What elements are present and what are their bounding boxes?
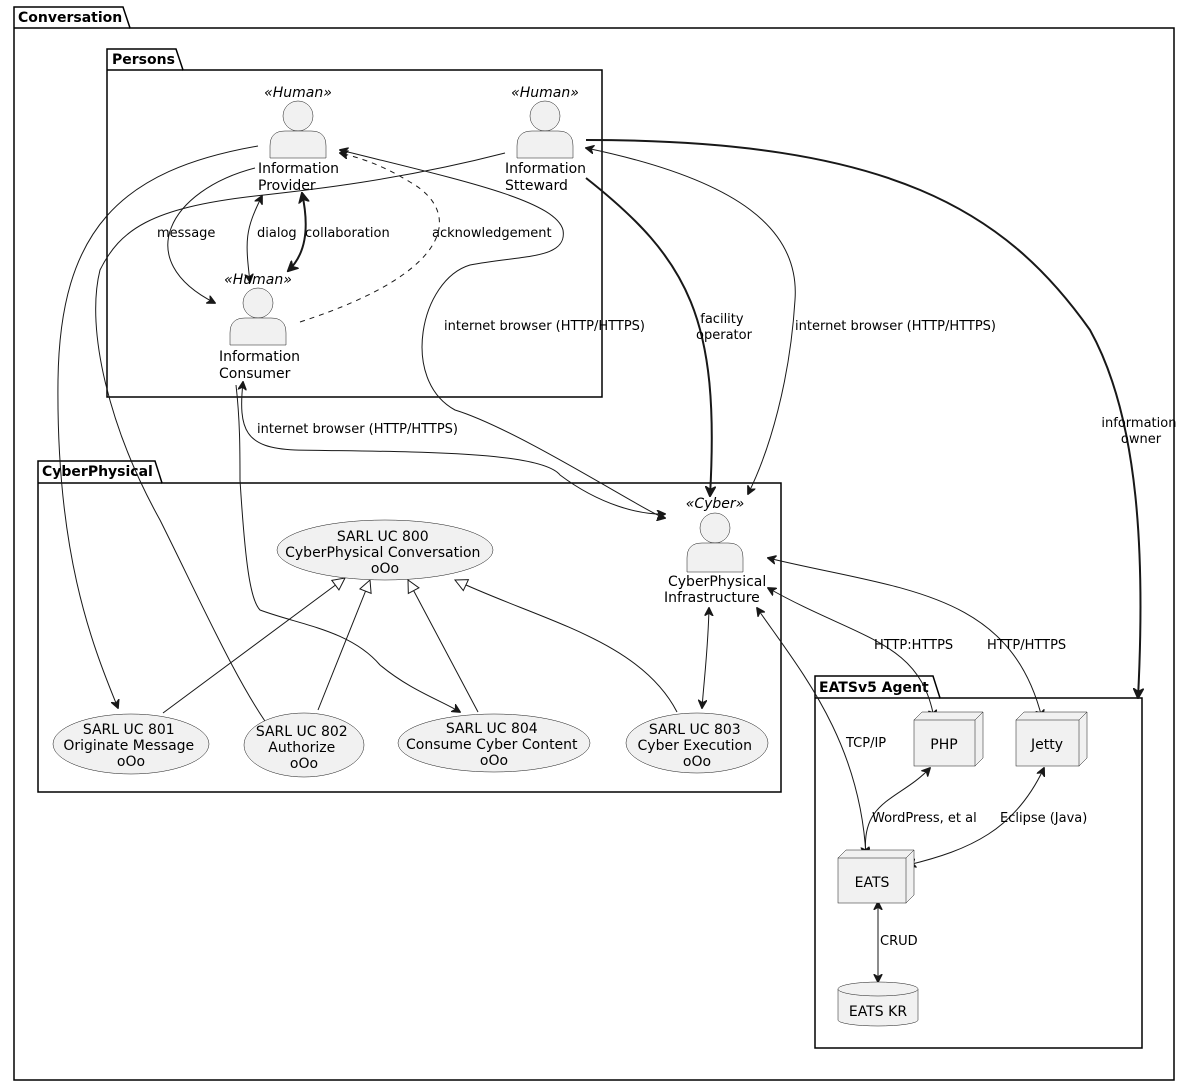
usecase-uc802: SARL UC 802 Authorize oOo xyxy=(243,712,365,778)
usecase-uc803: SARL UC 803 Cyber Execution oOo xyxy=(625,712,769,774)
actor-consumer-stereotype: «Human» xyxy=(224,272,292,288)
label-wordpress: WordPress, et al xyxy=(872,811,977,826)
svg-text:SARL UC 800 CyberPhysica: SARL UC 800 CyberPhysical Conversation o… xyxy=(285,529,485,577)
edge-collaboration xyxy=(288,193,306,271)
edge-information-owner xyxy=(585,139,1141,698)
edge-message xyxy=(167,167,256,303)
edge-labels: message dialog collaboration acknowledge… xyxy=(157,226,1180,949)
label-http-php: HTTP:HTTPS xyxy=(874,638,953,653)
label-acknowledgement: acknowledgement xyxy=(432,226,552,241)
edge-uc801-uc800 xyxy=(162,578,345,714)
label-crud: CRUD xyxy=(880,934,918,949)
actor-cyberphysical-infrastructure: «Cyber» CyberPhysical Infrastructure xyxy=(664,496,771,606)
node-php: PHP xyxy=(913,711,984,767)
svg-text:EATS: EATS xyxy=(855,875,890,891)
label-tcpip: TCP/IP xyxy=(845,736,886,751)
svg-text:SARL UC 801 Originate Me: SARL UC 801 Originate Message oOo xyxy=(63,722,198,770)
label-eclipse: Eclipse (Java) xyxy=(1000,811,1087,826)
edges xyxy=(57,139,1141,982)
node-eats: EATS xyxy=(837,849,915,904)
edge-browser-consumer xyxy=(242,382,665,514)
actor-infrastructure-name: CyberPhysical Infrastructure xyxy=(664,574,771,606)
package-persons-title: Persons xyxy=(112,52,175,68)
node-jetty: Jetty xyxy=(1015,711,1088,767)
person-icon xyxy=(269,100,327,159)
person-icon xyxy=(516,100,574,159)
svg-text:SARL UC 803 Cyber Execut: SARL UC 803 Cyber Execution oOo xyxy=(638,722,757,770)
edge-uc803-uc800 xyxy=(455,580,678,713)
actor-consumer-name: Information Consumer xyxy=(219,349,305,382)
label-browser-consumer: internet browser (HTTP/HTTPS) xyxy=(257,422,458,437)
person-icon xyxy=(686,512,744,573)
package-eats-agent-title: EATSv5 Agent xyxy=(819,680,929,696)
usecase-uc804: SARL UC 804 Consume Cyber Content oOo xyxy=(397,713,591,773)
person-icon xyxy=(229,287,287,346)
package-persons: Persons xyxy=(106,48,603,398)
edge-consumer-uc804 xyxy=(235,384,460,712)
label-browser-steward: internet browser (HTTP/HTTPS) xyxy=(795,319,996,334)
usecase-uc800: SARL UC 800 CyberPhysical Conversation o… xyxy=(276,519,494,581)
usecase-uc801: SARL UC 801 Originate Message oOo xyxy=(52,713,210,775)
edge-provider-uc801 xyxy=(57,145,259,708)
actor-infrastructure-stereotype: «Cyber» xyxy=(686,496,745,512)
edge-browser-steward xyxy=(586,148,796,494)
svg-text:Jetty: Jetty xyxy=(1030,737,1063,753)
actor-steward-stereotype: «Human» xyxy=(511,85,579,101)
edge-http-jetty xyxy=(768,558,1042,718)
edge-steward-uc802 xyxy=(95,152,506,735)
actor-information-provider: «Human» Information Provider xyxy=(258,85,344,194)
package-conversation-title: Conversation xyxy=(18,10,122,26)
label-information-owner: information owner xyxy=(1101,416,1180,447)
svg-text:SARL UC 802 Authorize: SARL UC 802 Authorize oOo xyxy=(256,724,352,772)
svg-text:SARL UC 804 Consume Cybe: SARL UC 804 Consume Cyber Content oOo xyxy=(406,721,582,769)
label-dialog: dialog xyxy=(257,226,297,241)
edge-infra-uc803 xyxy=(702,608,709,708)
svg-text:EATS KR: EATS KR xyxy=(849,1004,907,1020)
edge-jetty-eats xyxy=(908,768,1044,865)
label-facility-operator: facility operator xyxy=(696,312,753,343)
actor-provider-name: Information Provider xyxy=(258,161,344,194)
label-message: message xyxy=(157,226,215,241)
edge-dialog xyxy=(247,196,262,282)
label-collaboration: collaboration xyxy=(305,226,390,241)
edge-uc804-uc800 xyxy=(408,580,479,713)
svg-text:PHP: PHP xyxy=(930,737,957,753)
label-http-jetty: HTTP/HTTPS xyxy=(987,638,1066,653)
package-cyberphysical-title: CyberPhysical xyxy=(42,464,153,480)
edge-uc802-uc800 xyxy=(317,580,370,711)
actor-information-steward: «Human» Information Stteward xyxy=(505,85,591,194)
label-browser-provider: internet browser (HTTP/HTTPS) xyxy=(444,319,645,334)
actor-information-consumer: «Human» Information Consumer xyxy=(219,272,305,382)
package-cyberphysical: CyberPhysical xyxy=(37,460,782,793)
database-eats-kr: EATS KR xyxy=(837,981,919,1027)
actor-provider-stereotype: «Human» xyxy=(264,85,332,101)
actor-steward-name: Information Stteward xyxy=(505,161,591,194)
